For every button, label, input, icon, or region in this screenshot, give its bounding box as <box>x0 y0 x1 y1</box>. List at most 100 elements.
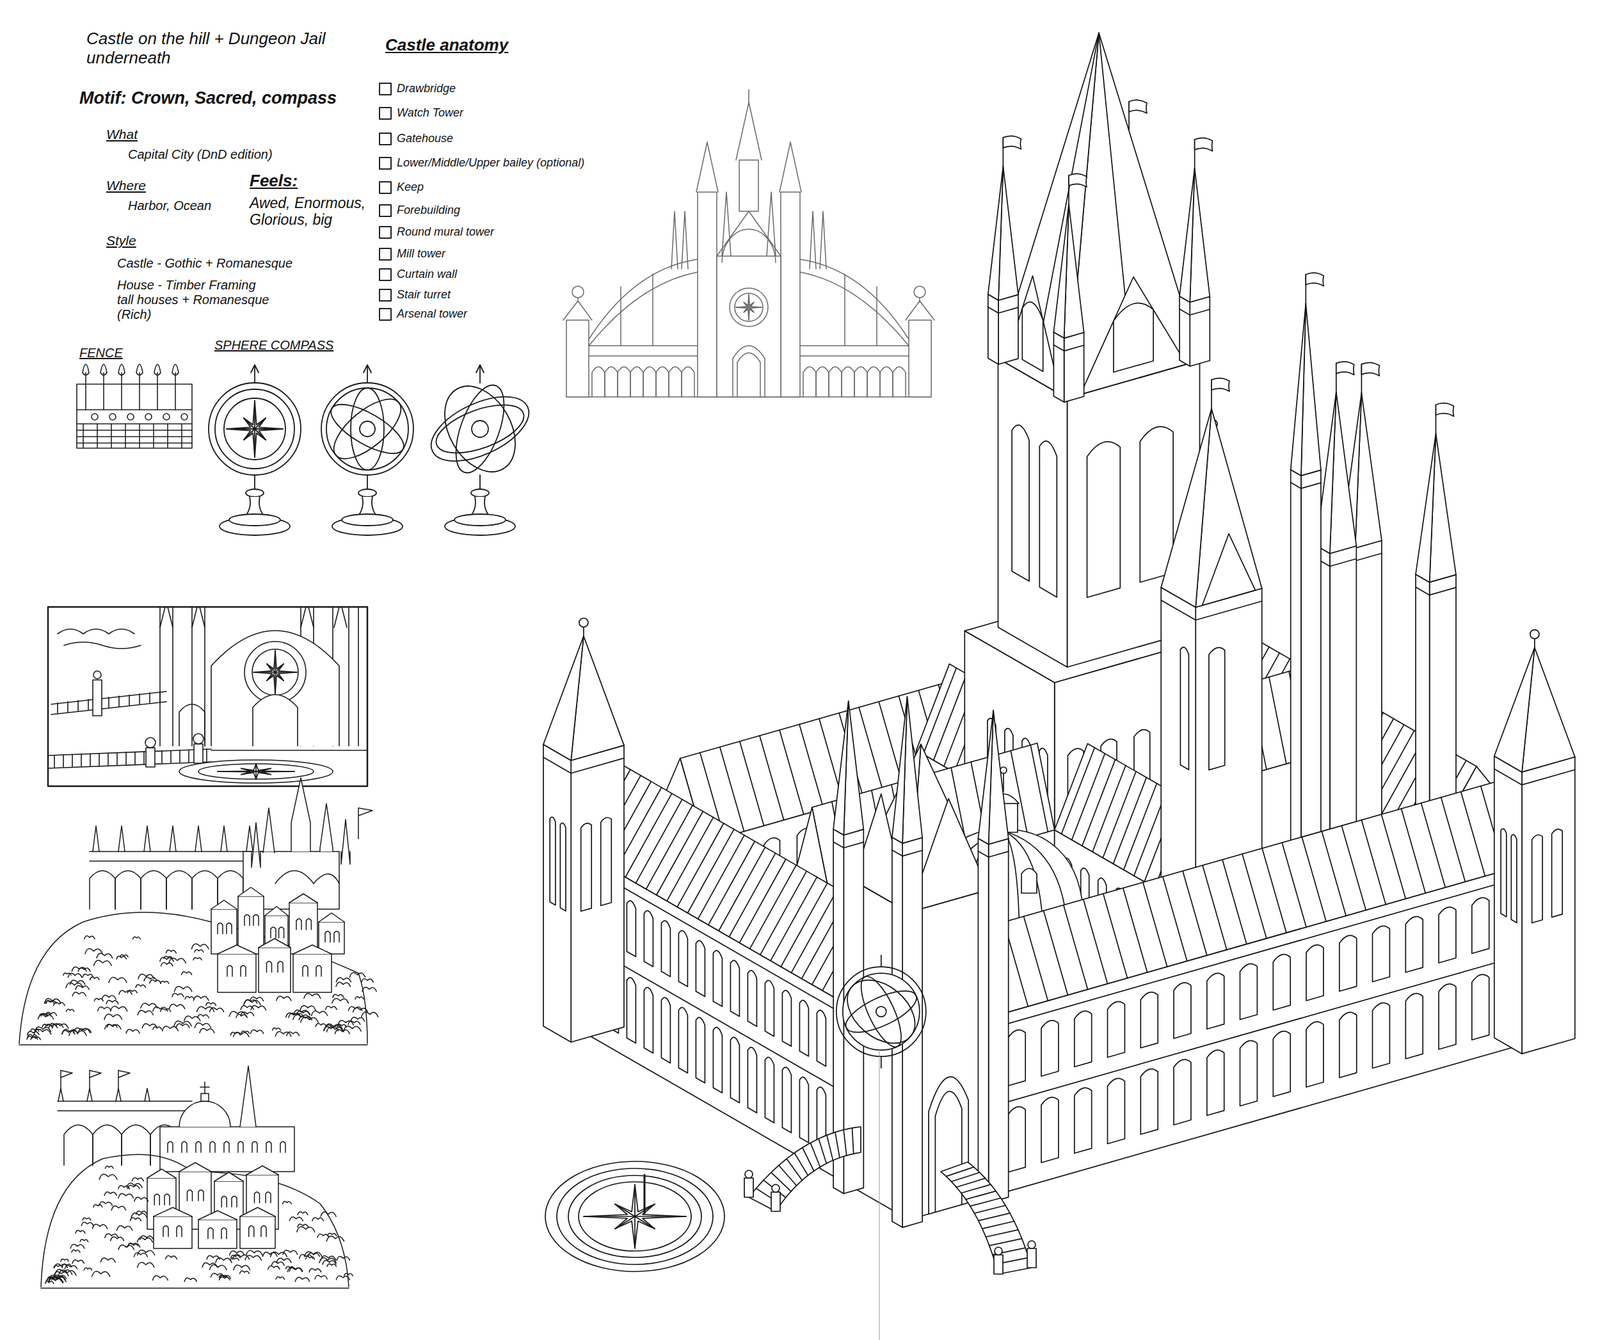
path-stroke <box>166 870 192 909</box>
line-stroke <box>53 755 56 768</box>
path-stroke <box>67 972 82 977</box>
polygon-stroke <box>1202 533 1256 606</box>
polygon-stroke <box>1053 204 1069 338</box>
line-stroke <box>254 428 256 457</box>
polygon-stroke <box>892 696 908 843</box>
line-stroke <box>1401 808 1426 893</box>
line-stroke <box>1160 599 1196 620</box>
line-stroke <box>880 1056 882 1068</box>
path-stroke <box>712 1027 722 1093</box>
path-stroke <box>254 1191 260 1203</box>
path-stroke <box>828 366 842 397</box>
path-stroke <box>71 1249 80 1252</box>
path-stroke <box>240 965 246 976</box>
path-stroke <box>240 1270 250 1273</box>
path-stroke <box>82 1217 91 1220</box>
path-stroke <box>65 982 84 988</box>
line-stroke <box>255 763 257 772</box>
line-stroke <box>1179 309 1190 315</box>
line-stroke <box>970 1197 1001 1206</box>
line-stroke <box>770 876 818 961</box>
line-stroke <box>96 423 98 448</box>
path-stroke <box>172 364 179 376</box>
path-stroke <box>172 993 184 997</box>
path-stroke <box>262 1251 278 1257</box>
line-stroke <box>85 372 87 410</box>
ellipse-stroke <box>245 488 264 497</box>
circle-stroke <box>471 420 489 438</box>
path-stroke <box>64 1124 93 1165</box>
line-stroke <box>161 750 163 763</box>
motif-note: Motif: Crown, Sacred, compass <box>79 88 371 109</box>
path-stroke <box>57 629 135 635</box>
line-stroke <box>780 882 828 967</box>
path-stroke <box>89 976 100 980</box>
line-stroke <box>179 750 181 763</box>
path-stroke <box>1039 440 1057 598</box>
path-stroke <box>48 1022 63 1028</box>
path-stroke <box>119 990 132 994</box>
path-stroke <box>1002 135 1021 150</box>
polygon-stroke <box>570 744 624 1042</box>
path-stroke <box>132 936 141 939</box>
polygon-stroke <box>998 294 1019 365</box>
path-stroke <box>270 926 276 938</box>
path-stroke <box>184 1277 197 1282</box>
path-stroke <box>549 816 556 905</box>
line-stroke <box>1301 836 1327 921</box>
path-stroke <box>220 825 228 852</box>
line-stroke <box>1083 899 1108 984</box>
path-stroke <box>588 272 698 346</box>
path-stroke <box>276 995 292 1001</box>
path-stroke <box>656 366 669 397</box>
path-stroke <box>127 990 137 993</box>
path-stroke <box>1180 647 1189 770</box>
path-stroke <box>118 1070 130 1078</box>
path-stroke <box>305 1256 315 1259</box>
circle-stroke <box>359 421 376 437</box>
paper-seam <box>879 1049 880 1340</box>
line-stroke <box>211 749 368 751</box>
path-stroke <box>131 1177 144 1181</box>
path-stroke <box>1208 647 1225 770</box>
path-stroke <box>195 1141 201 1152</box>
line-stroke <box>720 746 745 832</box>
line-stroke <box>253 671 276 673</box>
line-stroke <box>1064 344 1085 351</box>
path-stroke <box>258 938 291 948</box>
path-stroke <box>799 999 809 1056</box>
line-stroke <box>876 286 878 346</box>
circle-stroke <box>579 617 589 627</box>
ellipse-stroke <box>446 378 514 479</box>
path-stroke <box>227 965 233 976</box>
path-stroke <box>279 926 285 938</box>
path-stroke <box>197 1014 210 1018</box>
line-stroke <box>634 1216 655 1229</box>
path-stroke <box>816 1009 826 1066</box>
line-stroke <box>76 408 192 411</box>
line-stroke <box>256 770 295 772</box>
rect-stroke <box>92 679 102 716</box>
path-stroke <box>266 1141 272 1152</box>
line-stroke <box>1290 482 1302 489</box>
path-stroke <box>1008 1106 1026 1172</box>
checkbox-set <box>379 83 392 320</box>
path-stroke <box>104 1191 117 1196</box>
path-stroke <box>1113 302 1154 372</box>
path-stroke <box>809 211 816 269</box>
line-stroke <box>174 372 176 410</box>
line-stroke <box>951 1171 980 1181</box>
line-stroke <box>1321 831 1346 916</box>
path-stroke <box>1336 361 1355 376</box>
path-stroke <box>62 1030 75 1035</box>
line-stroke <box>892 849 903 856</box>
path-stroke <box>226 922 232 934</box>
circle-stroke <box>127 413 134 420</box>
line-stroke <box>677 823 724 907</box>
polygon-stroke <box>543 636 584 761</box>
circle-stroke <box>1027 1240 1036 1248</box>
line-stroke <box>125 752 127 765</box>
polygon-stroke <box>1494 647 1535 772</box>
path-stroke <box>240 1207 276 1216</box>
line-stroke <box>1329 558 1357 567</box>
